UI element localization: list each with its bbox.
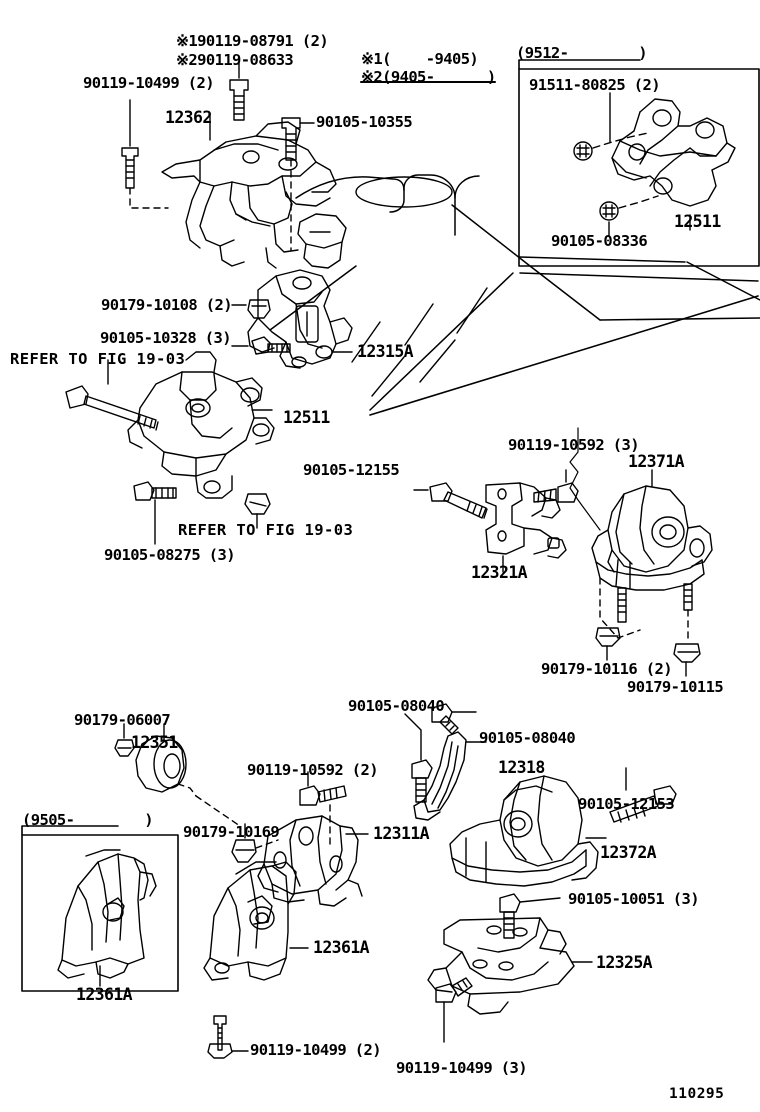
- callout-90179-06007: 90179-06007: [74, 711, 171, 729]
- nut-90179-10116: [595, 627, 621, 661]
- part-label-12362: 12362: [165, 108, 212, 127]
- part-12511-left: [127, 351, 275, 499]
- bolt-90119-10592-2: [299, 771, 347, 849]
- engine-body-outline: [269, 174, 760, 531]
- inset-range-9505: (9505- ): [22, 811, 154, 829]
- callout-90119-10499-upper: 90119-10499 (2): [83, 74, 215, 92]
- callout-90105-10051: 90105-10051 (3): [568, 890, 700, 908]
- callout-91511-80825: 91511-80825 (2): [529, 76, 661, 94]
- part-12318: [413, 731, 487, 821]
- part-12371A: [591, 469, 713, 641]
- part-label-12318: 12318: [498, 758, 545, 777]
- bolt-90119-10499-2-bottom: [207, 1015, 249, 1059]
- part-12372A: [449, 775, 607, 887]
- nut-refer-19-03-lower: [244, 493, 271, 529]
- part-label-12511-left: 12511: [283, 408, 330, 427]
- callout-90105-08040-a: 90105-08040: [348, 697, 445, 715]
- part-label-12372A: 12372A: [600, 843, 657, 862]
- callout-90179-10115: 90179-10115: [627, 678, 724, 696]
- bolt-90105-08040-a: [431, 703, 477, 735]
- part-label-12321A: 12321A: [471, 563, 528, 582]
- callout-90105-12153: 90105-12153: [578, 795, 675, 813]
- note-refer-fig-19-03-upper: REFER TO FIG 19-03: [10, 350, 186, 368]
- callout-90179-10116: 90179-10116 (2): [541, 660, 673, 678]
- part-label-12351: 12351: [131, 733, 178, 752]
- part-12321A: [485, 482, 567, 573]
- nut-90179-06007: [114, 723, 135, 757]
- part-12325A: [427, 917, 593, 1015]
- part-12351: [135, 723, 241, 827]
- callout-90119-10592-3: 90119-10592 (3): [508, 436, 640, 454]
- part-label-12511-inset: 12511: [674, 212, 721, 231]
- callout-90119-10499-2-bottom: 90119-10499 (2): [250, 1041, 382, 1059]
- bolt-90105-10355: [281, 117, 315, 251]
- note-line-1: ※1( -9405): [361, 50, 479, 68]
- callout-90105-08040-b: 90105-08040: [479, 729, 576, 747]
- inset-box-9512: [518, 59, 760, 267]
- bolt-90105-08040-b: [404, 713, 433, 803]
- callout-90119-10499-3: 90119-10499 (3): [396, 1059, 528, 1077]
- bolt-90119-10499-upper: [121, 99, 169, 209]
- bolt-90119-10592-3: [533, 469, 579, 503]
- inset-range-9512: (9512- ): [516, 44, 648, 62]
- bolt-90119-08791: [229, 61, 249, 121]
- callout-90119-08633: ※290119-08633: [176, 51, 294, 69]
- note-line-2: ※2(9405- ): [361, 68, 496, 86]
- callout-90119-10592-2: 90119-10592 (2): [247, 761, 379, 779]
- part-12362: [161, 113, 347, 269]
- callout-90105-08336: 90105-08336: [551, 232, 648, 250]
- callout-90119-08791: ※190119-08791 (2): [176, 32, 329, 50]
- nut-90179-10115: [673, 643, 701, 677]
- bolt-90105-08275: [133, 481, 177, 545]
- note-refer-fig-19-03-lower: REFER TO FIG 19-03: [178, 521, 354, 539]
- callout-90179-10108: 90179-10108 (2): [101, 296, 233, 314]
- long-bolt-refer-19-03: [65, 359, 159, 431]
- figure-number: 110295: [669, 1086, 725, 1102]
- part-12315A: [247, 269, 353, 369]
- callout-90179-10169: 90179-10169: [183, 823, 280, 841]
- part-label-12361A-main: 12361A: [313, 938, 370, 957]
- callout-90105-10328: 90105-10328 (3): [100, 329, 232, 347]
- part-label-12371A: 12371A: [628, 452, 685, 471]
- bolt-90105-12153: [609, 767, 677, 823]
- part-label-12361A-inset: 12361A: [76, 985, 133, 1004]
- callout-90105-10355: 90105-10355: [316, 113, 413, 131]
- part-label-12325A: 12325A: [596, 953, 653, 972]
- callout-90105-08275: 90105-08275 (3): [104, 546, 236, 564]
- bolt-90105-10328: [231, 336, 291, 355]
- inset-box-9505: [21, 825, 179, 992]
- nut-90179-10169: [231, 823, 279, 863]
- bolt-90119-10499-3: [435, 977, 473, 1043]
- part-12361A-main: [203, 861, 309, 981]
- callout-90105-12155: 90105-12155: [303, 461, 400, 479]
- part-label-12311A: 12311A: [373, 824, 430, 843]
- bolt-90105-12155: [413, 482, 488, 519]
- part-label-12315A: 12315A: [357, 342, 414, 361]
- bolt-90105-10051: [499, 893, 561, 939]
- nut-90179-10108: [231, 299, 271, 319]
